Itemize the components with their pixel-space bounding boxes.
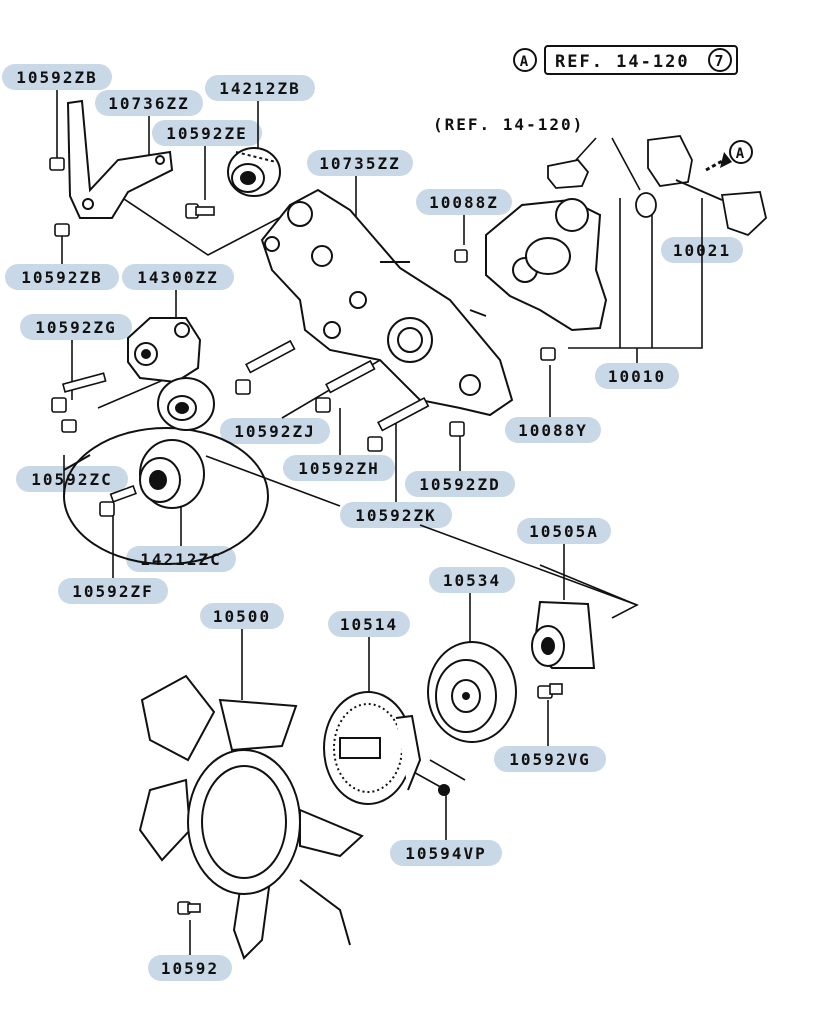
label-10735zz: 10735ZZ — [319, 154, 400, 173]
tensioner-14300zz — [127, 317, 215, 431]
part-labels: 10592ZB 10736ZZ 14212ZB 10592ZE 10735ZZ … — [16, 68, 731, 978]
arrow-a-shaft — [705, 158, 725, 172]
label-10592zg: 10592ZG — [35, 318, 116, 337]
label-pills — [2, 64, 743, 981]
label-10592zj: 10592ZJ — [234, 422, 315, 441]
label-10505a: 10505A — [529, 522, 599, 541]
ref-frame — [544, 45, 738, 75]
bracket-10736zz — [66, 99, 174, 219]
label-10534: 10534 — [443, 571, 501, 590]
label-10592zd: 10592ZD — [419, 475, 500, 494]
ref-box-text: REF. 14-120 — [555, 52, 690, 72]
label-10592zk: 10592ZK — [355, 506, 436, 525]
engine-bracket-10735zz — [260, 188, 514, 417]
highlight-tick — [63, 454, 91, 471]
label-10736zz: 10736ZZ — [108, 94, 189, 113]
ref-circle-a — [513, 48, 537, 72]
label-10088y: 10088Y — [518, 421, 588, 440]
idler-14212zc — [139, 439, 205, 509]
ref-page-circle — [708, 48, 732, 72]
ref-page-number: 7 — [714, 52, 725, 70]
label-10592zc: 10592ZC — [31, 470, 112, 489]
arrow-a-head — [720, 152, 732, 168]
fan-10500 — [138, 674, 364, 960]
hub-10505a — [531, 600, 596, 669]
ref-note-leaders — [575, 137, 641, 191]
nut-10594vp — [438, 784, 450, 796]
bolt-10088 — [454, 249, 556, 361]
label-14212zb: 14212ZB — [219, 79, 300, 98]
reference-box — [513, 45, 738, 75]
pulley-14212zb — [227, 147, 281, 197]
pulley-10534 — [427, 641, 517, 743]
label-10592zb-low: 10592ZB — [21, 268, 102, 287]
bolt-10592zb — [49, 157, 70, 237]
gasket-10021 — [547, 135, 767, 237]
label-10088z: 10088Z — [429, 193, 499, 212]
label-10592: 10592 — [161, 959, 219, 978]
water-pump-10010 — [485, 198, 608, 332]
label-10021: 10021 — [673, 241, 731, 260]
label-14300zz: 14300ZZ — [137, 268, 218, 287]
label-10010: 10010 — [608, 367, 666, 386]
ref-circle-letter: A — [520, 54, 530, 70]
bolt-10592ze — [185, 203, 215, 219]
highlight-circle — [63, 427, 269, 565]
bolts-long — [51, 339, 465, 517]
label-10592vg: 10592VG — [509, 750, 590, 769]
label-10594vp: 10594VP — [405, 844, 486, 863]
arrow-a-letter: A — [736, 146, 746, 162]
bolt-10592vg — [537, 683, 563, 699]
label-10592ze: 10592ZE — [166, 124, 247, 143]
label-10592zh: 10592ZH — [298, 459, 379, 478]
label-10592zf: 10592ZF — [72, 582, 153, 601]
fan-clutch-10514 — [323, 691, 422, 805]
label-14212zc: 14212ZC — [140, 550, 221, 569]
label-10500: 10500 — [213, 607, 271, 626]
arrow-a-circle — [729, 140, 753, 164]
bolt-10592 — [177, 901, 201, 915]
label-10592zb-top: 10592ZB — [16, 68, 97, 87]
ref-note: (REF. 14-120) — [433, 115, 584, 134]
label-10514: 10514 — [340, 615, 398, 634]
